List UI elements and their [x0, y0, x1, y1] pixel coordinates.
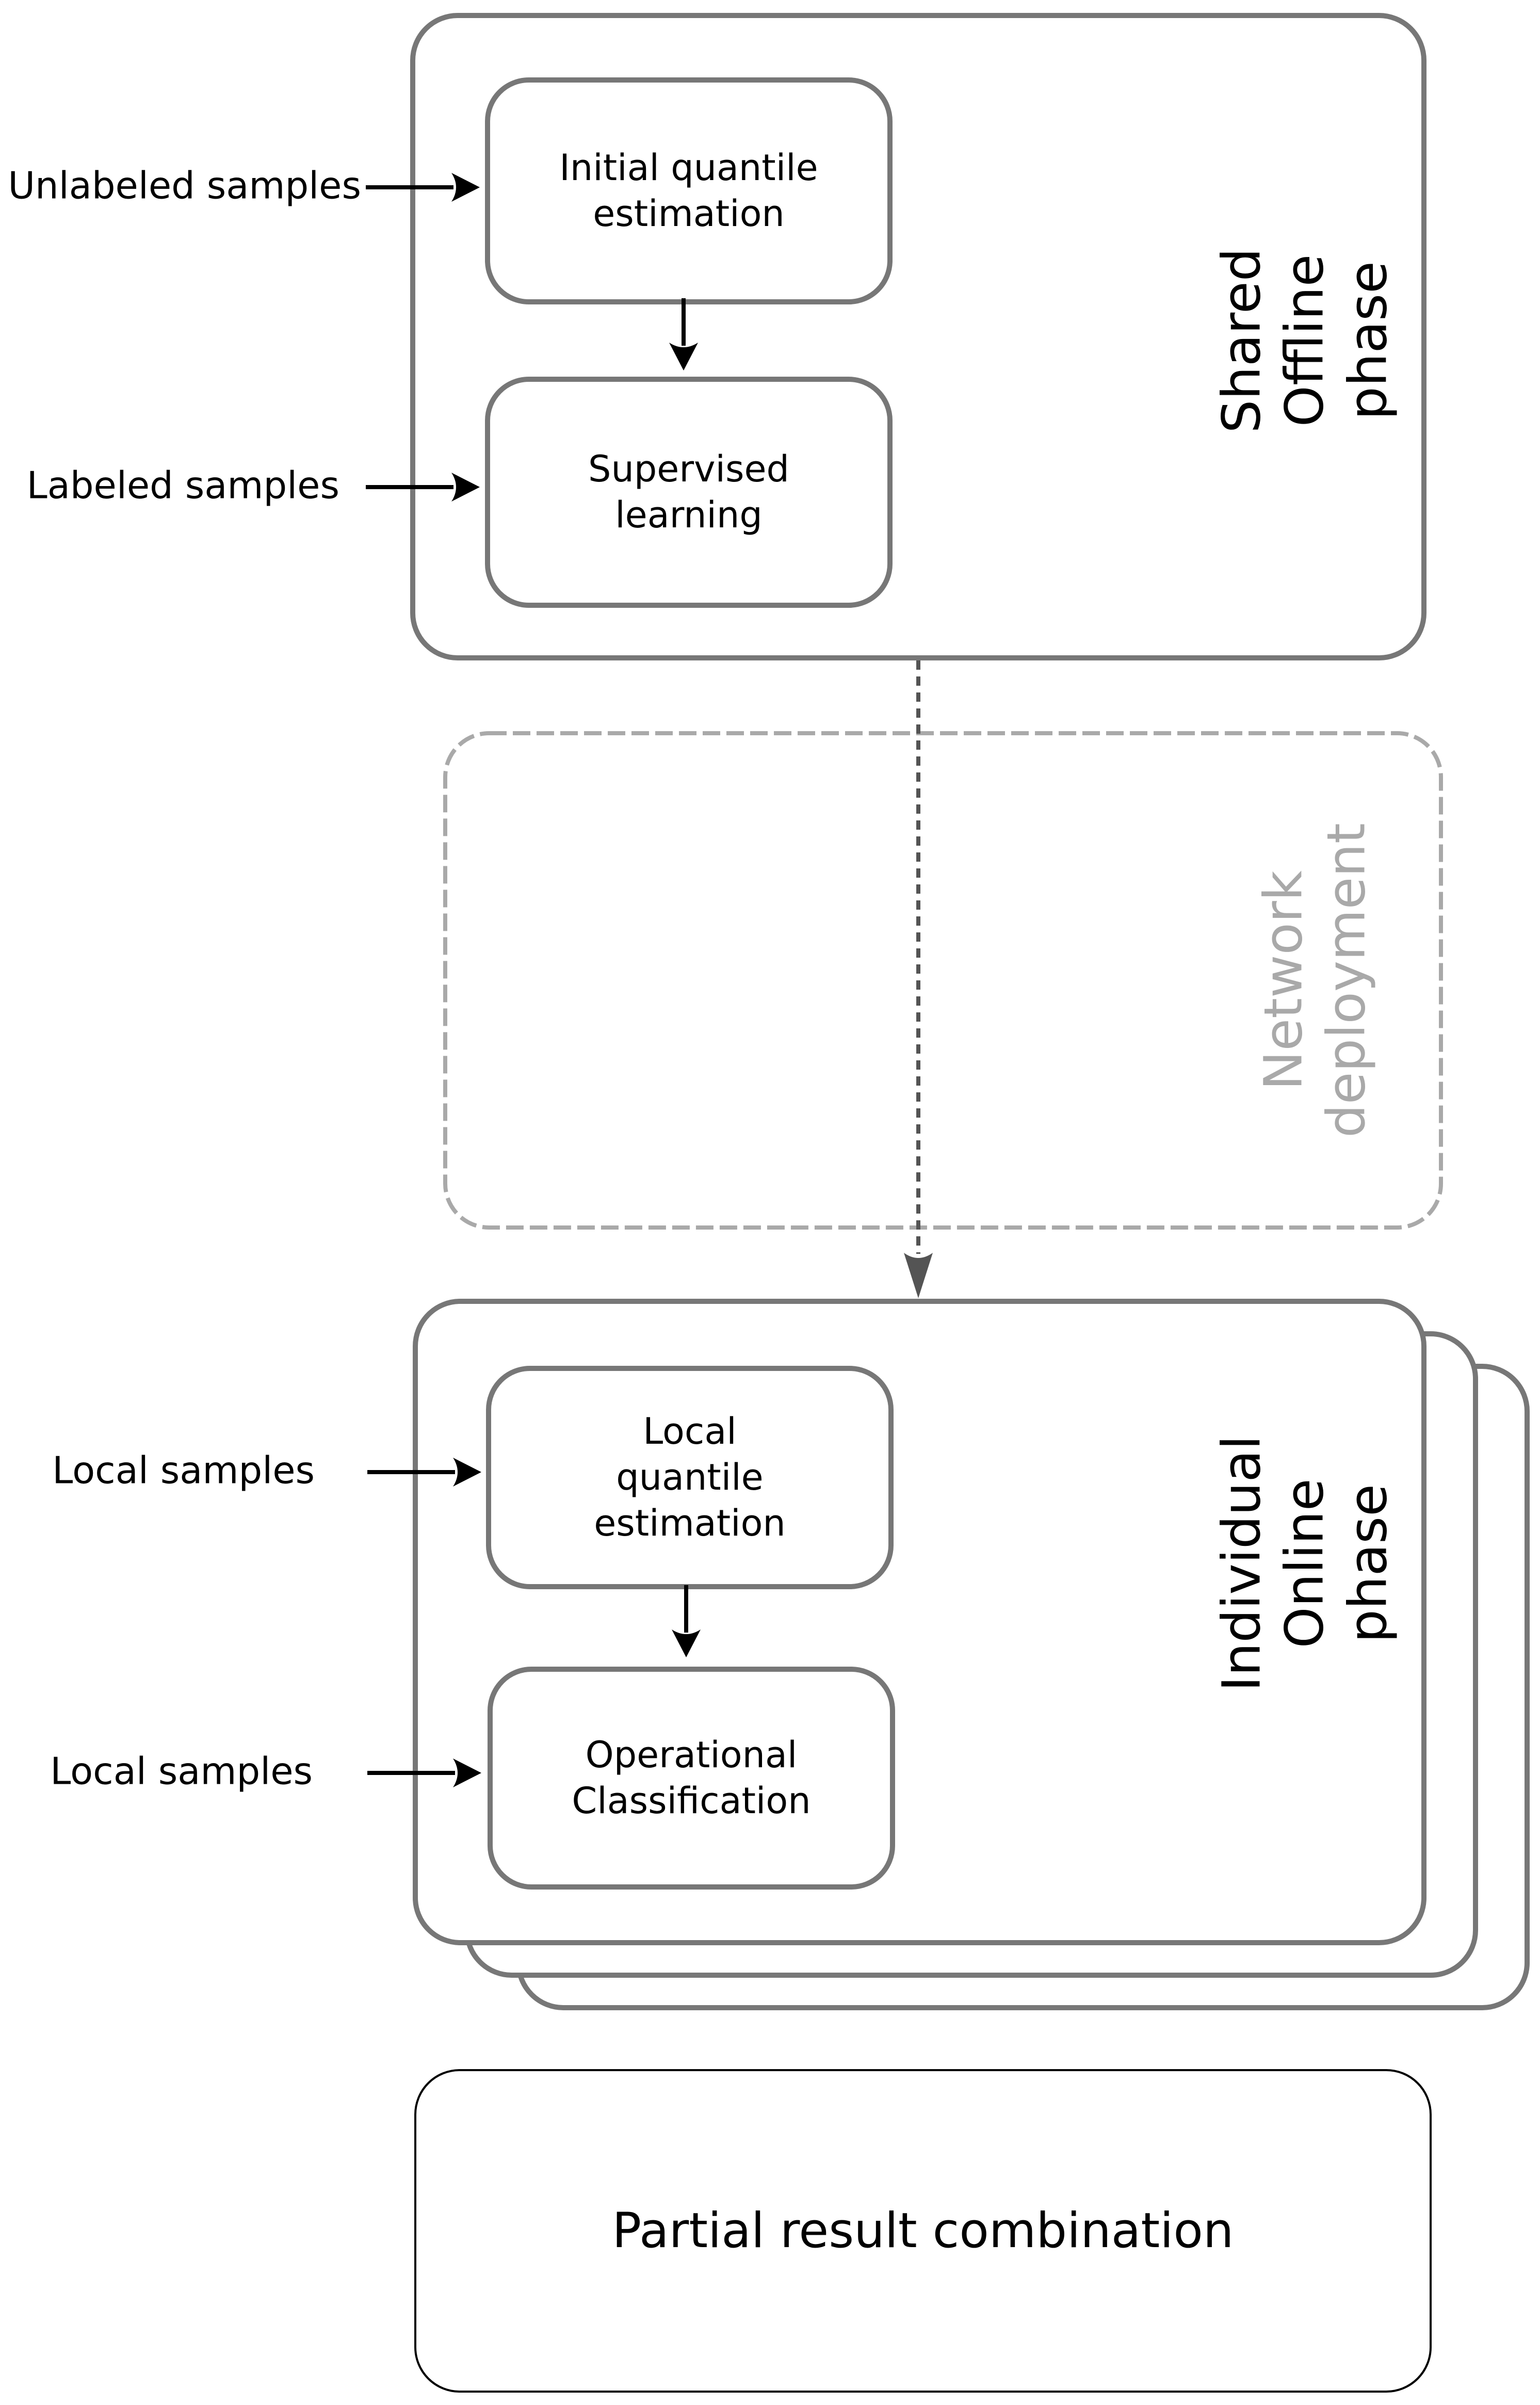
operational-classification-label: Operational Classification	[572, 1734, 811, 1822]
shared-offline-phase-box: Initial quantile estimation Supervised l…	[410, 13, 1426, 660]
local-samples-label-2: Local samples	[50, 1749, 313, 1793]
local-quantile-estimation-box: Local quantile estimation	[486, 1366, 894, 1589]
supervised-learning-label: Supervised learning	[588, 448, 789, 536]
individual-online-phase-box: Local quantile estimation Operational Cl…	[413, 1299, 1426, 1945]
initial-quantile-estimation-box: Initial quantile estimation	[485, 77, 893, 304]
partial-result-combination-box: Partial result combination	[414, 2069, 1432, 2393]
offline-step-arrow-icon	[669, 298, 698, 370]
local-quantile-estimation-label: Local quantile estimation	[594, 1410, 786, 1544]
labeled-samples-arrow-icon	[366, 473, 480, 502]
local-samples-arrow-2-icon	[367, 1758, 481, 1787]
local-samples-label-1: Local samples	[52, 1448, 315, 1492]
online-step-arrow-icon	[672, 1585, 701, 1657]
individual-online-phase-label: Individual Online phase	[1211, 1435, 1399, 1692]
operational-classification-box: Operational Classification	[488, 1667, 895, 1890]
shared-offline-phase-label: Shared Offline phase	[1211, 248, 1399, 433]
unlabeled-samples-label: Unlabeled samples	[8, 164, 361, 207]
initial-quantile-estimation-label: Initial quantile estimation	[559, 147, 818, 235]
local-samples-arrow-1-icon	[367, 1458, 481, 1487]
partial-result-combination-label: Partial result combination	[612, 2203, 1234, 2259]
network-deployment-label: Network deployment	[1253, 822, 1377, 1138]
supervised-learning-box: Supervised learning	[485, 377, 893, 608]
deployment-dashed-arrow-icon	[904, 660, 933, 1298]
unlabeled-samples-arrow-icon	[366, 173, 480, 202]
network-deployment-box	[443, 731, 1443, 1230]
labeled-samples-label: Labeled samples	[26, 463, 339, 507]
